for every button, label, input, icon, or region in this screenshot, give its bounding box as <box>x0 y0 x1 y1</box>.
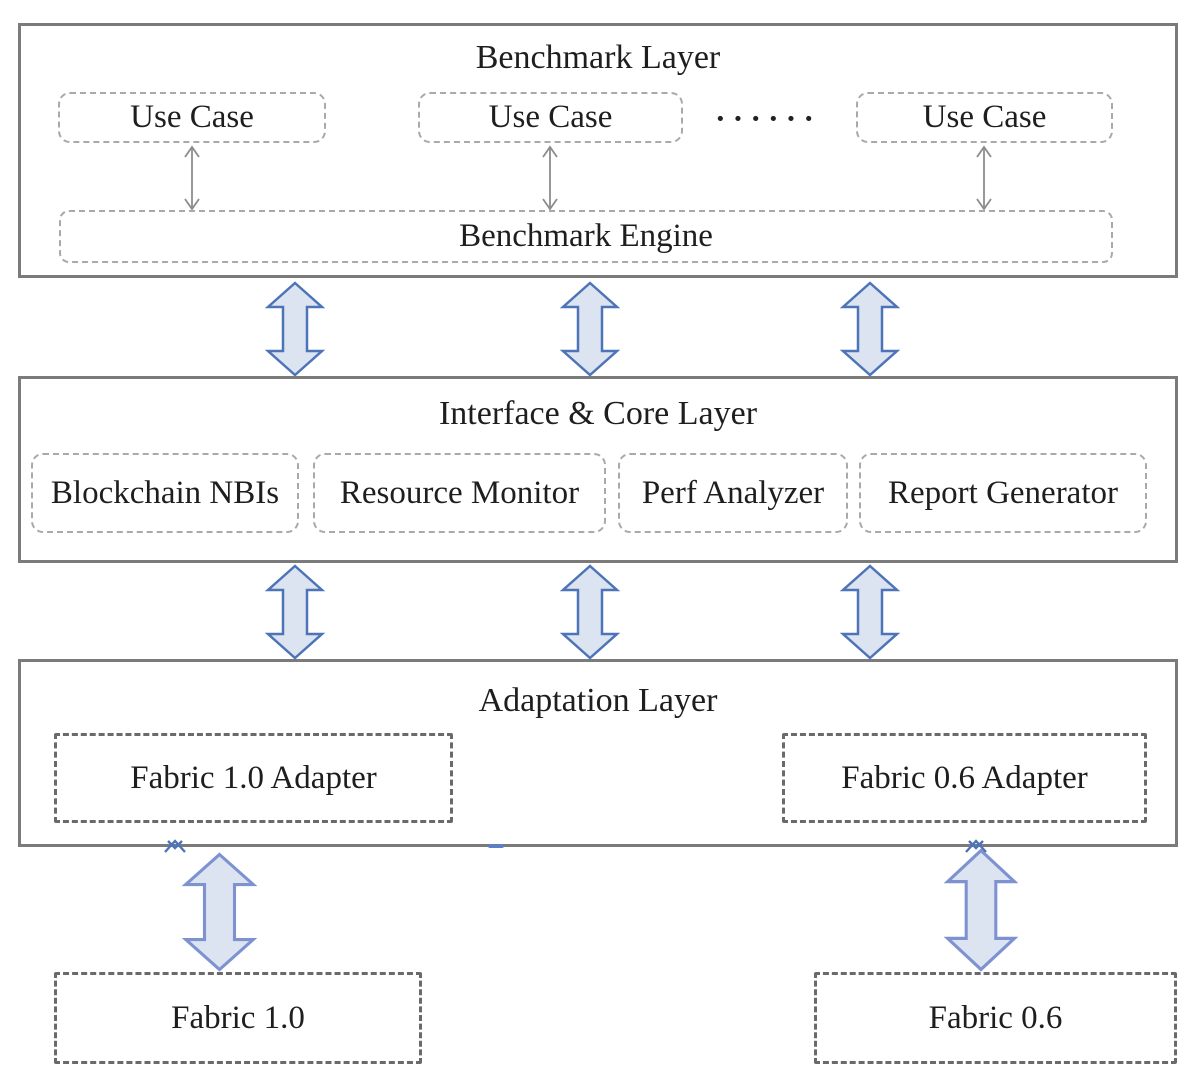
use-case-engine-arrow-icon <box>184 145 200 211</box>
use-case-engine-arrow-icon <box>542 145 558 211</box>
benchmark-layer-title: Benchmark Layer <box>475 39 721 76</box>
fabric-10-box: Fabric 1.0 <box>54 972 422 1064</box>
layer-link-double-arrow-icon <box>560 564 620 660</box>
stray-arrow-tip-icon <box>164 839 186 853</box>
layer-link-double-arrow-icon <box>265 564 325 660</box>
benchmark-engine-box: Benchmark Engine <box>59 210 1113 263</box>
resource-monitor-box: Resource Monitor <box>313 453 606 533</box>
blockchain-nbis-label: Blockchain NBIs <box>50 474 280 511</box>
adapter-fabric-double-arrow-icon <box>944 848 1018 972</box>
adaptation-layer-title: Adaptation Layer <box>478 682 718 719</box>
perf-analyzer-box: Perf Analyzer <box>618 453 848 533</box>
layer-link-double-arrow-icon <box>560 281 620 377</box>
use-case-box: Use Case <box>856 92 1113 143</box>
use-case-box: Use Case <box>58 92 326 143</box>
layer-link-double-arrow-icon <box>840 564 900 660</box>
blockchain-nbis-box: Blockchain NBIs <box>31 453 299 533</box>
benchmark-engine-label: Benchmark Engine <box>459 218 713 254</box>
layer-link-double-arrow-icon <box>265 281 325 377</box>
use-case-engine-arrow-icon <box>976 145 992 211</box>
fabric-06-label: Fabric 0.6 <box>928 999 1063 1036</box>
report-generator-label: Report Generator <box>888 474 1118 511</box>
adapter-fabric-double-arrow-icon <box>182 852 257 972</box>
fabric-10-adapter-box: Fabric 1.0 Adapter <box>54 733 453 823</box>
fabric-10-adapter-label: Fabric 1.0 Adapter <box>130 759 377 796</box>
more-use-cases-ellipsis: ······ <box>714 99 822 136</box>
fabric-10-label: Fabric 1.0 <box>171 999 305 1036</box>
use-case-label: Use Case <box>922 99 1047 135</box>
stray-dash-mark <box>488 844 504 848</box>
fabric-06-adapter-box: Fabric 0.6 Adapter <box>782 733 1147 823</box>
fabric-06-adapter-label: Fabric 0.6 Adapter <box>841 759 1088 796</box>
report-generator-box: Report Generator <box>859 453 1147 533</box>
use-case-label: Use Case <box>488 99 613 135</box>
layer-link-double-arrow-icon <box>840 281 900 377</box>
interface-core-layer-title: Interface & Core Layer <box>438 395 758 432</box>
use-case-label: Use Case <box>130 99 254 135</box>
perf-analyzer-label: Perf Analyzer <box>641 474 825 511</box>
stray-arrow-tip-icon <box>965 839 987 853</box>
use-case-box: Use Case <box>418 92 683 143</box>
resource-monitor-label: Resource Monitor <box>339 474 580 511</box>
fabric-06-box: Fabric 0.6 <box>814 972 1177 1064</box>
